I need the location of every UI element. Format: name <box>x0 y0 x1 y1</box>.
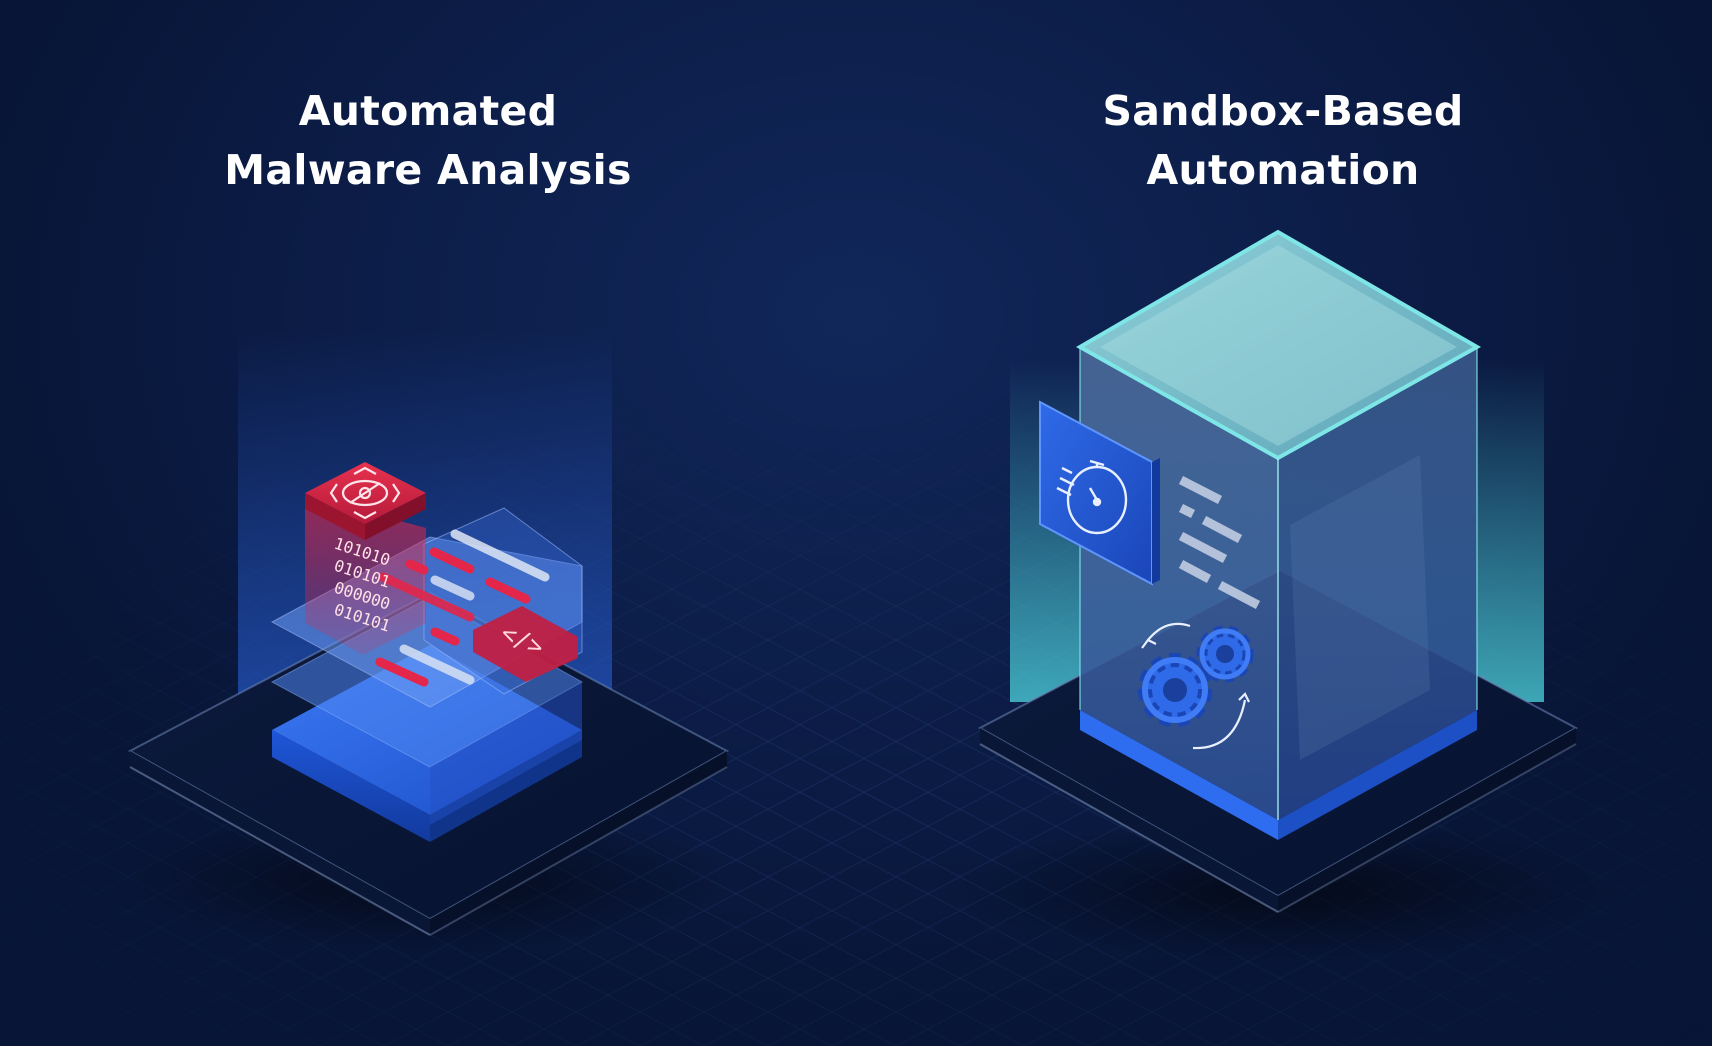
grid-line <box>0 910 257 1046</box>
sandbox-automation-illustration <box>950 229 1610 960</box>
title-sandbox-based-automation: Sandbox-Based Automation <box>983 82 1583 200</box>
title-line: Malware Analysis <box>224 146 632 194</box>
grid-line <box>0 305 249 438</box>
grid-line <box>1415 305 1712 464</box>
grid-line <box>0 876 321 1046</box>
stopwatch-icon <box>1056 459 1128 535</box>
grid-line <box>0 305 441 540</box>
title-line: Automated <box>298 87 558 135</box>
sandbox-base <box>1080 710 1477 840</box>
grid-line <box>0 305 313 472</box>
grid-line <box>1343 850 1712 1046</box>
code-card: </> <box>473 606 578 682</box>
title-line: Sandbox-Based <box>1102 87 1464 135</box>
grid-line <box>1407 884 1712 1046</box>
grid-line <box>0 305 377 506</box>
grid-line <box>1471 918 1712 1046</box>
title-automated-malware-analysis: Automated Malware Analysis <box>128 82 728 200</box>
eye-icon <box>329 466 401 520</box>
eye-cube <box>305 462 426 540</box>
binary-column: 101010 010101 000000 010101 <box>305 495 426 655</box>
title-line: Automation <box>1146 146 1420 194</box>
stopwatch-panel <box>1039 400 1160 586</box>
malware-analysis-illustration: </> 101010 010101 000000 010101 <box>127 330 730 950</box>
gears-icon <box>1138 622 1254 750</box>
grid-line <box>0 305 889 776</box>
status-lines <box>1178 475 1261 609</box>
grid-line <box>1351 305 1712 497</box>
grid-line <box>0 842 385 1046</box>
